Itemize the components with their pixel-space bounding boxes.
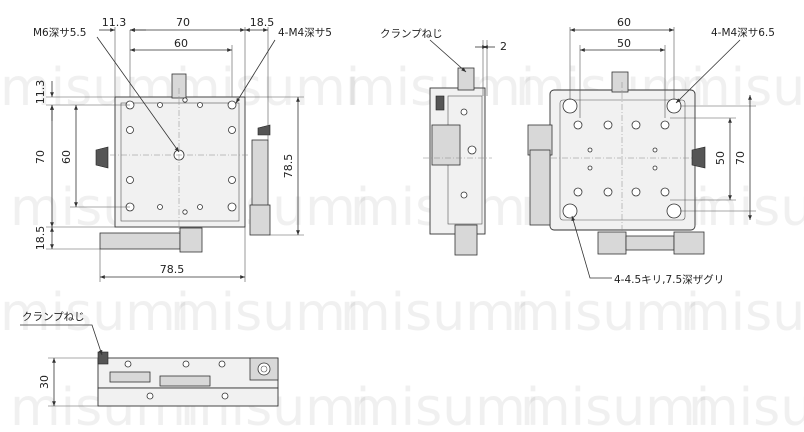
callout-m4-top: 4-M4深サ5 — [278, 27, 332, 39]
dim-2-side: 2 — [500, 40, 507, 53]
dim-70-right-bottom-view: 70 — [734, 151, 747, 165]
dim-60-left: 60 — [60, 150, 73, 164]
dim-30-front: 30 — [38, 375, 51, 389]
front-stage-bottom — [97, 387, 279, 407]
side-micrometer-body — [431, 124, 461, 166]
dim-50-right-bottom-view: 50 — [714, 151, 727, 165]
top-view: 11.3 70 18.5 60 M6深サ5.5 4-M4深サ5 11.3 70 … — [33, 16, 332, 282]
svg-text:misumi: misumi — [520, 378, 710, 432]
dim-18-5-left: 18.5 — [34, 226, 47, 251]
svg-text:misumi: misumi — [680, 283, 804, 343]
bottom-micrometer-x — [625, 235, 675, 251]
svg-text:misumi: misumi — [340, 283, 530, 343]
top-micrometer-x-thimble — [179, 227, 203, 253]
bottom-view: 60 50 70 50 4-M4深サ6.5 4-4.5キリ,7.5深ザグリ — [527, 16, 775, 286]
side-view: 2 クランプねじ — [380, 28, 507, 256]
bottom-clamp-knob — [611, 71, 629, 93]
bottom-micrometer-y — [529, 149, 551, 226]
dim-11-3-left: 11.3 — [34, 80, 47, 105]
dim-18-5-top: 18.5 — [250, 16, 275, 29]
svg-text:misumi: misumi — [680, 58, 804, 118]
svg-text:misumi: misumi — [688, 378, 804, 432]
dim-60-top: 60 — [174, 37, 188, 50]
callout-clamp-side: クランプねじ — [380, 28, 443, 40]
dim-50-bottom-view: 50 — [617, 37, 631, 50]
top-micrometer-y-thimble — [249, 204, 271, 236]
callout-m6: M6深サ5.5 — [33, 27, 86, 39]
top-clamp-knob — [171, 73, 187, 99]
dim-60-bottom-view: 60 — [617, 16, 631, 29]
bottom-holes — [562, 98, 682, 219]
dim-70-left: 70 — [34, 150, 47, 164]
bottom-micrometer-x-thimble — [597, 231, 627, 255]
callout-clamp-front: クランプねじ — [22, 311, 85, 323]
dim-11-3-top: 11.3 — [102, 16, 127, 29]
top-micrometer-y — [251, 139, 269, 211]
svg-text:misumi: misumi — [510, 283, 700, 343]
svg-text:misumi: misumi — [350, 378, 540, 432]
svg-text:misumi: misumi — [0, 283, 190, 343]
dim-78-5-bottom: 78.5 — [160, 263, 185, 276]
side-micrometer-thimble — [454, 224, 478, 256]
front-view: 30 クランプねじ — [20, 311, 279, 407]
callout-m4-bottom: 4-M4深サ6.5 — [711, 27, 775, 39]
svg-text:misumi: misumi — [688, 178, 804, 238]
dim-70-top: 70 — [176, 16, 190, 29]
top-stage-body — [114, 96, 246, 228]
top-micrometer-x — [99, 232, 181, 250]
side-clamp-knob — [457, 67, 475, 91]
svg-text:misumi: misumi — [170, 283, 360, 343]
dim-78-5-right: 78.5 — [282, 154, 295, 179]
top-holes — [125, 97, 237, 215]
callout-kiri: 4-4.5キリ,7.5深ザグリ — [614, 273, 724, 286]
